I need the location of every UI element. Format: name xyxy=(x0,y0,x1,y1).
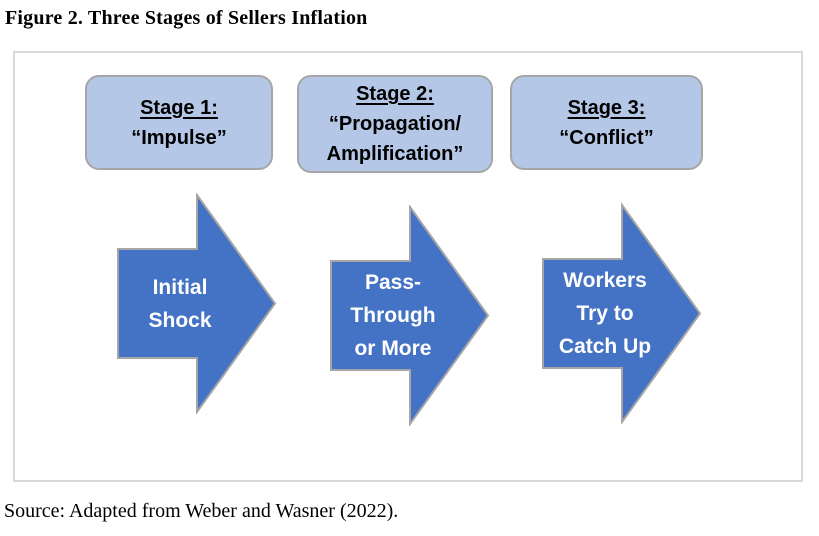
stage2-arrow-line3: or More xyxy=(354,337,432,360)
stage1-arrow-line1: Initial xyxy=(152,275,208,299)
stage1-heading: Stage 1: xyxy=(140,96,218,119)
stage2-label-line1: “Propagation/ xyxy=(328,113,462,135)
stage2-arrow-text: Pass- Through or More xyxy=(330,205,456,426)
right-arrow-icon xyxy=(117,193,277,414)
figure-frame: Stage 1: “Impulse” Stage 2: “Propagation… xyxy=(13,51,803,482)
stage1-box: Stage 1: “Impulse” xyxy=(85,75,273,170)
figure-source: Source: Adapted from Weber and Wasner (2… xyxy=(4,500,399,522)
stage2-arrow-line1: Pass- xyxy=(364,271,422,294)
stage2-label-line2: Amplification” xyxy=(326,143,464,165)
stage3-heading: Stage 3: xyxy=(567,96,646,119)
stage3-arrow-line2: Try to xyxy=(576,302,634,325)
stage1-arrow-text: Initial Shock xyxy=(117,193,243,414)
right-arrow-icon xyxy=(542,203,702,424)
stage1-arrow: Initial Shock xyxy=(117,193,277,414)
stage3-arrow-line3: Catch Up xyxy=(558,335,652,358)
stage2-box: Stage 2: “Propagation/ Amplification” xyxy=(297,75,493,173)
stage3-label: “Conflict” xyxy=(559,126,654,149)
right-arrow-icon xyxy=(330,205,490,426)
stage1-label: “Impulse” xyxy=(131,126,227,149)
stage2-heading: Stage 2: xyxy=(356,83,434,105)
stage2-arrow: Pass- Through or More xyxy=(330,205,490,426)
stage3-arrow: Workers Try to Catch Up xyxy=(542,203,702,424)
stage3-arrow-text: Workers Try to Catch Up xyxy=(542,203,668,424)
stage1-arrow-line2: Shock xyxy=(148,308,212,332)
stage3-arrow-line1: Workers xyxy=(563,269,647,292)
figure-title: Figure 2. Three Stages of Sellers Inflat… xyxy=(5,7,368,29)
stage2-arrow-line2: Through xyxy=(350,304,436,327)
stage3-box: Stage 3: “Conflict” xyxy=(510,75,703,170)
